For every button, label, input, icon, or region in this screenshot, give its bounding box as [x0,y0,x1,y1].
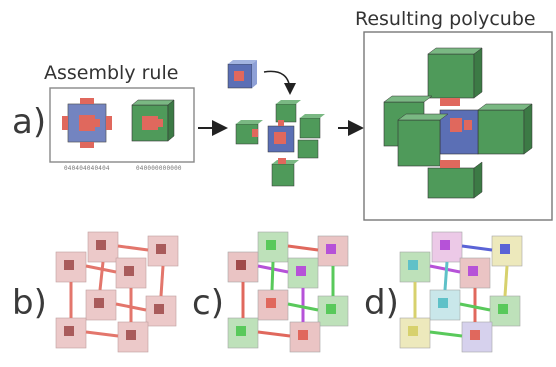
curved-arrow [263,70,296,95]
assembly-rule-frame [49,87,195,163]
rule-code-left: 040404040404 [64,165,110,172]
assembly-rule-title: Assembly rule [44,62,179,84]
panel-d-label: d) [364,283,399,323]
panel-a-label: a) [12,102,47,142]
panel-c-lattice [227,231,349,353]
panel-c-label: c) [192,283,224,323]
resulting-polycube-title: Resulting polycube [355,8,536,30]
panel-b-lattice [55,231,179,353]
blue-rule-cube [62,98,112,148]
result-frame [363,31,553,221]
rule-code-right: 040000000000 [136,165,182,172]
resulting-polycube [383,47,533,199]
green-rule-cube [131,99,175,142]
panel-d-lattice [399,231,523,353]
panel-b-label: b) [12,283,47,323]
assembly-cluster [227,60,325,187]
